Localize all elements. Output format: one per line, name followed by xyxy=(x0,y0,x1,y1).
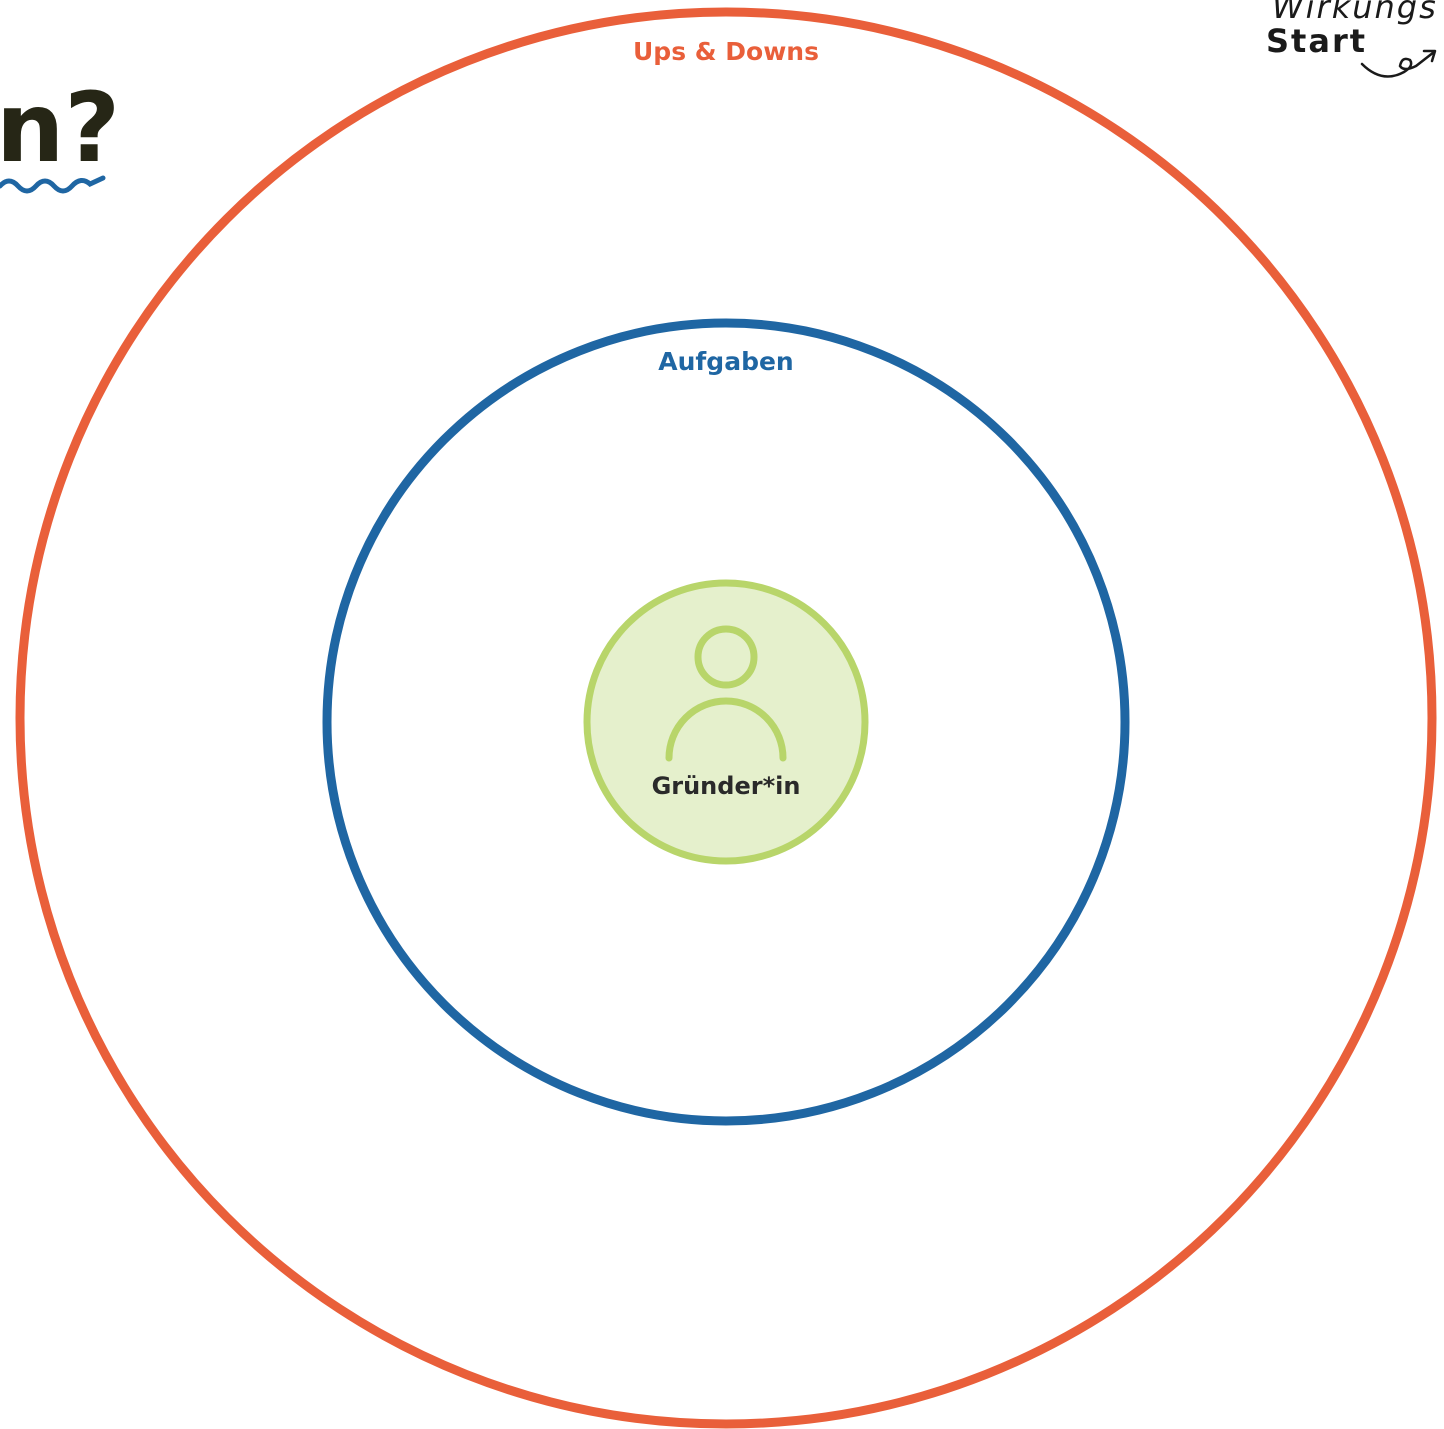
person-icon xyxy=(665,625,787,762)
logo-bottom-word: Start xyxy=(1266,22,1368,60)
center-label: Gründer*in xyxy=(651,772,801,800)
outer-ring-label: Ups & Downs xyxy=(633,37,819,66)
wirkungsstart-logo: Wirkungs Start xyxy=(1264,0,1444,88)
logo-swoosh-arrow-icon xyxy=(1360,49,1437,78)
heading-squiggle xyxy=(0,175,106,194)
center-circle-gruenderin xyxy=(583,579,869,865)
logo-top-word: Wirkungs xyxy=(1272,0,1438,26)
middle-ring-aufgaben xyxy=(322,318,1130,1126)
page-heading-fragment: n? xyxy=(0,72,121,184)
outer-ring-ups-downs xyxy=(15,7,1437,1429)
middle-ring-label: Aufgaben xyxy=(658,347,794,376)
